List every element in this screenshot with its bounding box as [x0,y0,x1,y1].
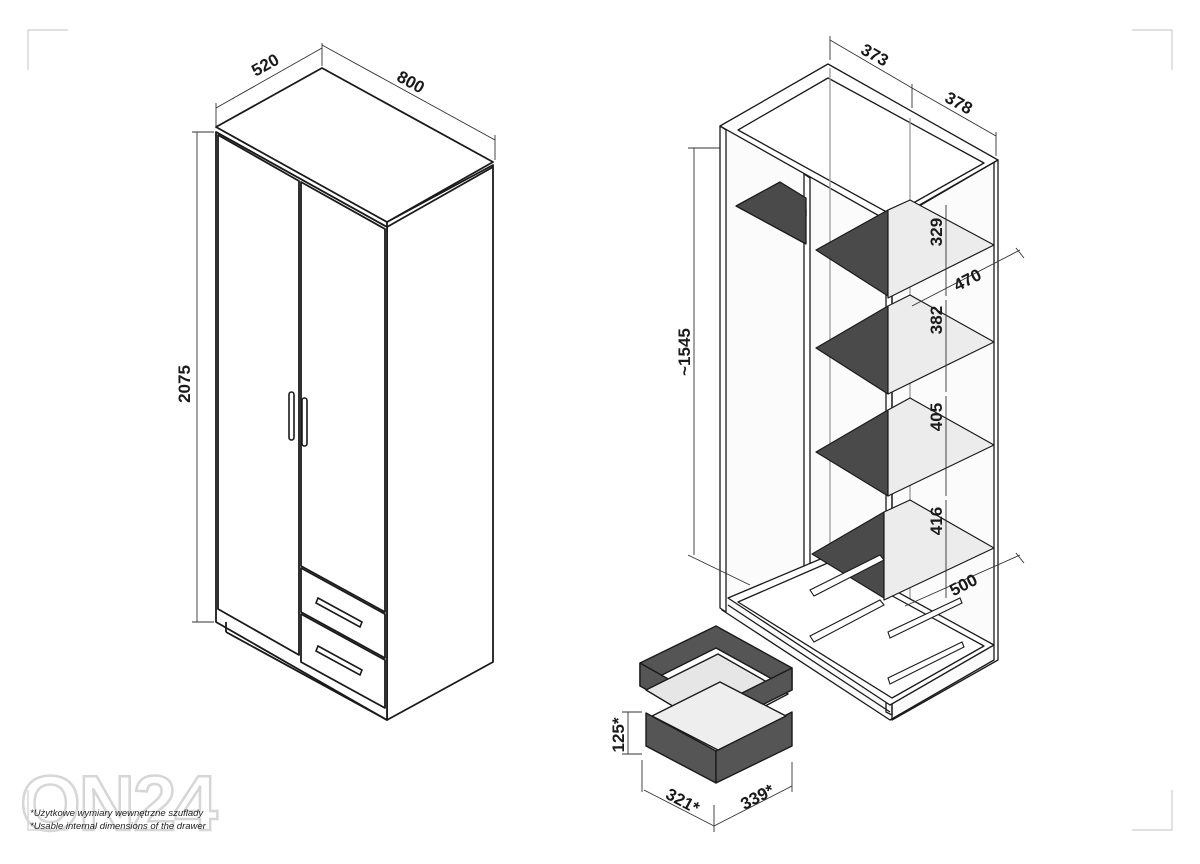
width-outer-label: 800 [394,67,428,97]
closed-view-dimension-lines [192,43,496,623]
shelf-gap-1-label: 329 [927,218,946,246]
watermark-logo: ON24 [20,759,217,847]
crop-marks [27,29,1173,831]
shelf-4-glass [883,499,995,601]
drawer-height-label: 125* [609,717,628,752]
compartment-left-label: 373 [858,40,892,70]
height-outer-label: 2075 [175,365,194,403]
right-door [300,181,386,613]
drawer-runners [809,554,965,685]
runner-right-lower [887,641,965,685]
shelf-gap-2-label: 382 [927,306,946,334]
shelf-2-glass [887,294,995,395]
left-top-shelf [735,181,807,245]
shelf-1-glass [887,199,995,299]
wardrobe-top [215,67,494,223]
shelf-gap-4-label: 416 [927,507,946,535]
wardrobe-interior-view [719,63,999,721]
compartment-right-label: 378 [942,88,976,118]
right-door-handle [301,397,308,447]
right-compartment-shelves [811,199,995,601]
hanging-height-label: ~1545 [675,328,694,376]
drawer-box-view [639,625,793,784]
upper-drawer-handle [314,596,364,629]
drawer-inner-glass [651,681,787,751]
runner-right-upper [887,597,963,639]
interior-dimension-lines [622,36,1025,832]
drawer-depth-label: 339* [738,780,778,813]
footnote-english: *Usable internal dimensions of the drawe… [30,821,207,832]
drawer-width-label: 321* [663,785,703,818]
footnote-polish: *Użytkowe wymiary wewnętrzne szuflady [30,808,204,819]
shelf-gap-3-label: 405 [927,403,946,431]
interior-left-side [719,125,727,613]
door-handles [288,391,364,677]
runner-left-upper [809,554,885,597]
depth-outer-label: 520 [248,50,282,80]
wardrobe-closed-view [215,67,494,721]
left-door [217,134,300,656]
interior-bottom [727,554,995,706]
lower-drawer-handle [314,644,364,677]
runner-left-lower [809,599,885,643]
left-door-handle [288,391,295,441]
wardrobe-side-panel [386,164,494,721]
shelf-3-glass [887,397,995,497]
